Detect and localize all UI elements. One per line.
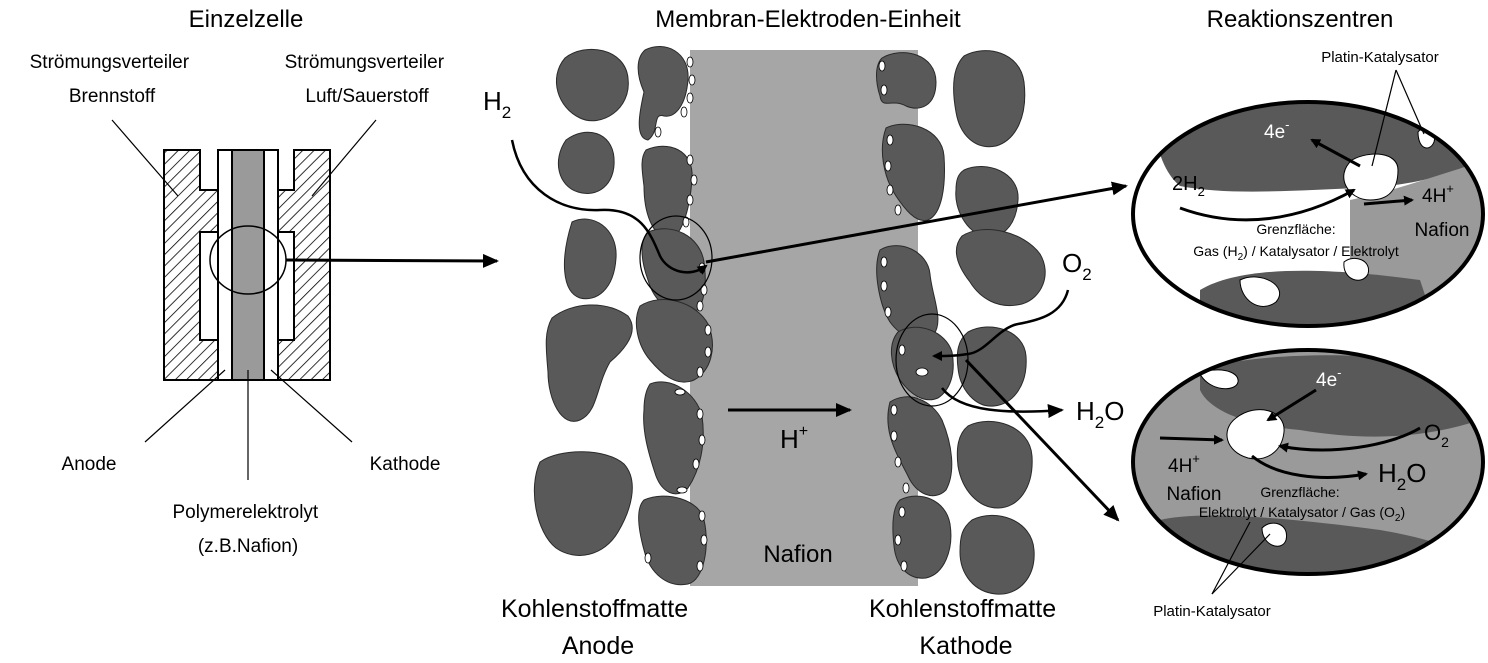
anode-catalyst-particle-lower: [1239, 276, 1280, 307]
cathode-mat-label: Kohlenstoffmatte Kathode: [869, 595, 1063, 660]
anode-layer: [217, 149, 233, 381]
cathode-water-arrow: [1251, 454, 1368, 481]
fuel-distributor-leader: [111, 119, 179, 197]
cathode-leader: [270, 369, 353, 443]
water-flow-path: [941, 387, 1064, 419]
zoom-arrow: [285, 253, 499, 268]
anode-label: Anode: [62, 454, 117, 475]
anode-hydrogen-arrow: [1179, 188, 1356, 222]
cathode-catalyst-particle-lower: [1261, 522, 1288, 547]
cathode-catalyst-particles: [878, 60, 929, 572]
oxygen-flow-path: [932, 289, 1070, 361]
cathode-catalyst-particle-main: [1226, 409, 1285, 460]
proton-label: H+: [780, 423, 808, 454]
anode-carbon-particles: [533, 46, 713, 586]
cathode-interface-description: Elektrolyt / Katalysator / Gas (O2): [1199, 504, 1405, 524]
fuel-flow-distributor: [163, 149, 219, 381]
cathode-carbon-particles: [876, 50, 1046, 595]
nafion-membrane: [690, 50, 918, 586]
anode-zoom-arrow: [705, 181, 1128, 264]
air-distributor-label: Strömungsverteiler Luft/Sauerstoff: [285, 52, 450, 107]
water-label: H2O: [1076, 396, 1124, 432]
reaction-centers-title: Reaktionszentren: [1207, 6, 1394, 33]
cathode-protons-label: 4H+: [1168, 451, 1200, 477]
hydrogen-flow-path: [510, 139, 708, 275]
cathode-catalyst-leader-a: [1211, 521, 1251, 595]
cathode-reaction-center: 4e- O2 4H+ Nafion H2O Grenzfläche: Elekt…: [1131, 348, 1485, 620]
anode-carbon-grain-lower: [1200, 270, 1440, 326]
cathode-zoom-arrow: [964, 358, 1120, 522]
air-distributor-leader: [311, 119, 377, 197]
anode-catalyst-leader-a: [1371, 69, 1397, 167]
oxygen-label: O2: [1062, 248, 1092, 284]
mea-panel: Membran-Elektroden-Einheit Nafion: [483, 6, 1128, 660]
cathode-electron-arrow: [1266, 388, 1317, 422]
anode-electrons-label: 4e-: [1264, 117, 1289, 143]
anode-reaction-center: Platin-Katalysator 4e- 2H2 4H+ Nafion Gr…: [1131, 49, 1485, 328]
anode-reaction-zone: [639, 215, 713, 301]
anode-electron-arrow: [1310, 138, 1361, 168]
cathode-catalyst-label: Platin-Katalysator: [1153, 603, 1271, 620]
cathode-label: Kathode: [370, 454, 441, 475]
anode-catalyst-particle-lower-right: [1343, 258, 1370, 281]
anode-proton-arrow: [1363, 195, 1414, 206]
cathode-electrons-label: 4e-: [1316, 365, 1341, 391]
anode-protons-label: 4H+: [1422, 181, 1454, 207]
cathode-oxygen-label: O2: [1424, 420, 1449, 450]
single-cell-panel: Einzelzelle Strömungsverteiler Brennstof…: [30, 6, 499, 557]
cathode-reaction-ellipse: [1131, 348, 1485, 576]
anode-nafion-label: Nafion: [1415, 220, 1470, 241]
reaction-centers-panel: Reaktionszentren Platin-Katalysator 4e-: [1131, 6, 1485, 620]
mea-title: Membran-Elektroden-Einheit: [655, 6, 961, 33]
single-cell-title: Einzelzelle: [189, 6, 304, 33]
anode-mat-label: Kohlenstoffmatte Anode: [501, 595, 695, 660]
anode-reaction-ellipse: [1131, 100, 1485, 328]
anode-hydrogen-label: 2H2: [1172, 173, 1205, 199]
anode-leader: [144, 369, 226, 443]
cathode-proton-arrow: [1159, 434, 1224, 445]
hydrogen-label: H2: [483, 86, 511, 122]
anode-catalyst-label: Platin-Katalysator: [1321, 49, 1439, 66]
polymer-electrolyte-layer: [231, 149, 265, 381]
anode-catalyst-leader-b: [1395, 69, 1425, 135]
cathode-catalyst-particle-top: [1199, 369, 1239, 390]
air-flow-distributor: [277, 149, 331, 381]
cathode-nafion-label: Nafion: [1167, 484, 1222, 505]
anode-interface-description: Gas (H2) / Katalysator / Elektrolyt: [1193, 243, 1399, 263]
cathode-interface-title: Grenzfläche:: [1260, 484, 1339, 500]
cathode-layer: [263, 149, 279, 381]
cathode-oxygen-arrow: [1278, 426, 1421, 453]
nafion-label: Nafion: [763, 541, 832, 568]
cathode-catalyst-leader-b: [1211, 533, 1271, 595]
electrolyte-label: Polymerelektrolyt (z.B.Nafion): [173, 502, 324, 557]
anode-interface-title: Grenzfläche:: [1256, 221, 1335, 237]
cathode-water-label: H2O: [1378, 458, 1426, 494]
fuel-distributor-label: Strömungsverteiler Brennstoff: [30, 52, 195, 107]
